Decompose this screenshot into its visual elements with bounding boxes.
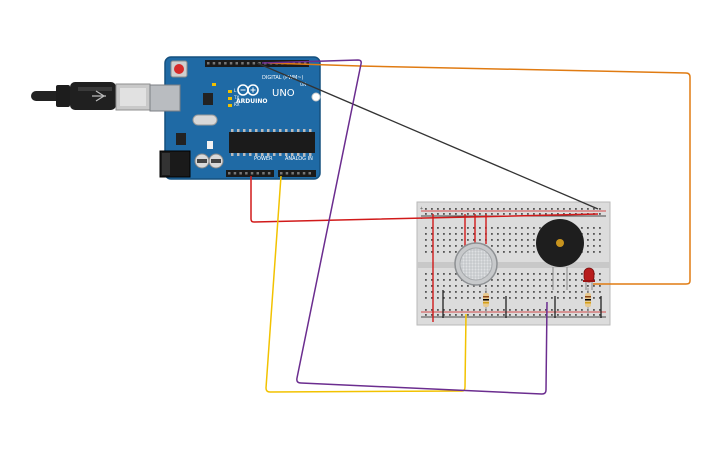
led-l-label: L [234, 88, 237, 93]
power-label: POWER [254, 156, 273, 162]
wire-purple [261, 59, 548, 395]
gas-sensor[interactable] [454, 242, 498, 286]
arduino-model: UNO [272, 88, 295, 99]
digital-label: DIGITAL (PWM~) [262, 75, 304, 81]
rail-minus-label: - [420, 216, 423, 222]
reset-button[interactable] [170, 60, 188, 78]
wires[interactable] [250, 59, 691, 395]
wire-yellow [265, 175, 467, 393]
led-tx-label: TX [233, 95, 239, 100]
analog-header[interactable] [278, 170, 316, 177]
led-rx-label: RX [234, 102, 240, 107]
analog-label: ANALOG IN [285, 156, 313, 162]
arduino-brand: ARDUINO [236, 98, 267, 105]
wire-red [250, 176, 599, 223]
wire-black [256, 62, 599, 210]
arduino-uno-board[interactable]: DIGITAL (PWM~) L TX RX ARDUINO UNO ON [149, 56, 321, 180]
wire-orange [267, 62, 691, 285]
on-label: ON [300, 82, 306, 87]
usb-cable[interactable] [31, 82, 151, 111]
piezo-buzzer[interactable] [536, 219, 584, 290]
arduino-logo [237, 84, 259, 96]
resistor-sensor[interactable] [483, 288, 489, 314]
breadboard[interactable]: + - [416, 201, 611, 326]
rail-plus-label: + [420, 206, 423, 212]
red-led[interactable] [583, 267, 595, 290]
power-header[interactable] [226, 170, 274, 177]
resistor-led[interactable] [585, 288, 591, 314]
atmega-chip [229, 129, 315, 156]
